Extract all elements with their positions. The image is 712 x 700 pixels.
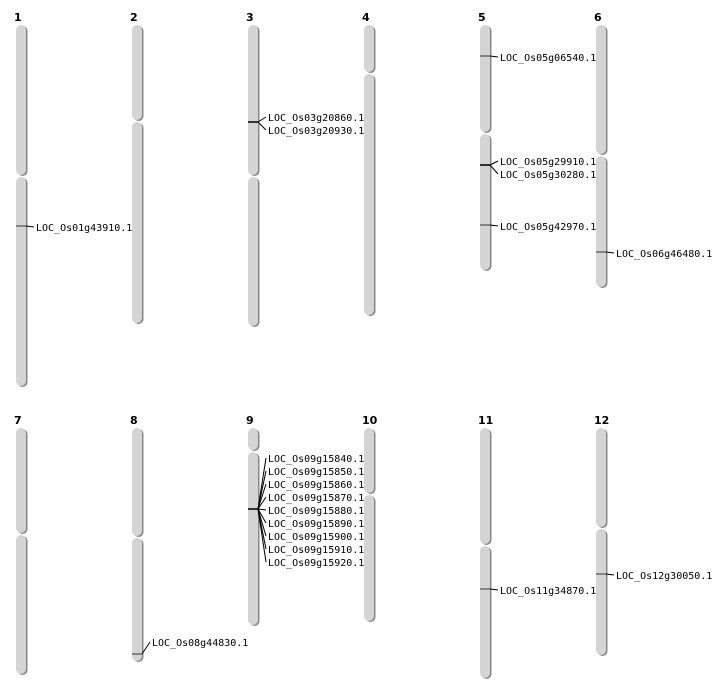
chromosome-q-arm bbox=[248, 177, 258, 326]
gene-label: LOC_Os09g15840.1 bbox=[268, 454, 364, 465]
chromosome-label: 2 bbox=[130, 11, 138, 24]
gene-connector bbox=[489, 160, 499, 166]
gene-connector bbox=[257, 483, 267, 510]
chromosome-label: 7 bbox=[14, 414, 22, 427]
chromosome-p-arm bbox=[596, 428, 606, 527]
chromosome-7: 7 bbox=[14, 414, 28, 675]
chromosome-q-arm bbox=[480, 546, 490, 678]
chromosome-p-arm bbox=[480, 428, 490, 544]
gene-label: LOC_Os01g43910.1 bbox=[36, 223, 132, 234]
chromosome-q-arm bbox=[248, 452, 258, 625]
chromosome-p-arm bbox=[596, 25, 606, 154]
gene-label: LOC_Os09g15910.1 bbox=[268, 545, 364, 556]
gene-label: LOC_Os09g15890.1 bbox=[268, 519, 364, 530]
chromosome-label: 10 bbox=[362, 414, 378, 427]
gene-connector bbox=[257, 116, 267, 123]
gene-label: LOC_Os05g29910.1 bbox=[500, 157, 596, 168]
chromosome-q-arm bbox=[132, 122, 142, 323]
gene-connector bbox=[257, 508, 267, 511]
chromosome-q-arm bbox=[596, 156, 606, 287]
chromosome-p-arm bbox=[16, 25, 26, 175]
gene-label: LOC_Os09g15850.1 bbox=[268, 467, 364, 478]
chromosome-q-arm bbox=[16, 177, 26, 386]
gene-label: LOC_Os09g15880.1 bbox=[268, 506, 364, 517]
chromosome-label: 12 bbox=[594, 414, 609, 427]
chromosome-p-arm bbox=[132, 428, 142, 536]
chromosome-label: 6 bbox=[594, 11, 602, 24]
chromosome-label: 8 bbox=[130, 414, 138, 427]
gene-label: LOC_Os09g15900.1 bbox=[268, 532, 364, 543]
gene-label: LOC_Os11g34870.1 bbox=[500, 586, 596, 597]
chromosome-p-arm bbox=[248, 25, 258, 175]
chromosome-label: 4 bbox=[362, 11, 370, 24]
gene-connector bbox=[489, 224, 499, 227]
gene-connector bbox=[257, 496, 267, 510]
chromosome-p-arm bbox=[132, 25, 142, 120]
gene-connector bbox=[141, 641, 151, 655]
gene-label: LOC_Os09g15920.1 bbox=[268, 558, 364, 569]
chromosome-q-arm bbox=[132, 538, 142, 661]
gene-connector bbox=[605, 251, 615, 254]
gene-label: LOC_Os08g44830.1 bbox=[152, 638, 248, 649]
gene-label: LOC_Os09g15870.1 bbox=[268, 493, 364, 504]
chromosome-q-arm bbox=[596, 529, 606, 655]
chromosome-p-arm bbox=[364, 25, 374, 72]
chromosome-p-arm bbox=[16, 428, 26, 533]
chromosome-q-arm bbox=[16, 535, 26, 674]
chromosome-4: 4 bbox=[362, 11, 376, 316]
gene-connector bbox=[257, 508, 267, 563]
chromosome-label: 3 bbox=[246, 11, 254, 24]
chromosome-p-arm bbox=[480, 25, 490, 132]
gene-label: LOC_Os05g42970.1 bbox=[500, 222, 596, 233]
gene-label: LOC_Os09g15860.1 bbox=[268, 480, 364, 491]
chromosome-10: 10 bbox=[362, 414, 378, 622]
chromosome-5: 5LOC_Os05g06540.1LOC_Os05g29910.1LOC_Os0… bbox=[478, 11, 596, 271]
gene-connector bbox=[257, 508, 267, 524]
chromosome-p-arm bbox=[248, 428, 258, 450]
gene-connector bbox=[25, 225, 35, 228]
chromosome-p-arm bbox=[364, 428, 374, 493]
chromosome-2: 2 bbox=[130, 11, 144, 324]
gene-connector bbox=[489, 588, 499, 591]
chromosome-label: 1 bbox=[14, 11, 22, 24]
chromosome-q-arm bbox=[480, 134, 490, 270]
chromosome-label: 9 bbox=[246, 414, 254, 427]
gene-label: LOC_Os06g46480.1 bbox=[616, 249, 712, 260]
chromosome-9: 9LOC_Os09g15840.1LOC_Os09g15850.1LOC_Os0… bbox=[246, 414, 364, 626]
gene-connector bbox=[257, 121, 267, 131]
chromosome-q-arm bbox=[364, 495, 374, 621]
gene-label: LOC_Os03g20860.1 bbox=[268, 113, 364, 124]
gene-label: LOC_Os05g06540.1 bbox=[500, 53, 596, 64]
gene-label: LOC_Os03g20930.1 bbox=[268, 126, 364, 137]
gene-connector bbox=[489, 164, 499, 175]
gene-connector bbox=[257, 470, 267, 510]
chromosome-label: 11 bbox=[478, 414, 493, 427]
gene-label: LOC_Os12g30050.1 bbox=[616, 571, 712, 582]
gene-connector bbox=[605, 573, 615, 576]
chromosome-q-arm bbox=[364, 74, 374, 315]
gene-label: LOC_Os05g30280.1 bbox=[500, 170, 596, 181]
gene-connector bbox=[489, 55, 499, 58]
chromosome-label: 5 bbox=[478, 11, 486, 24]
